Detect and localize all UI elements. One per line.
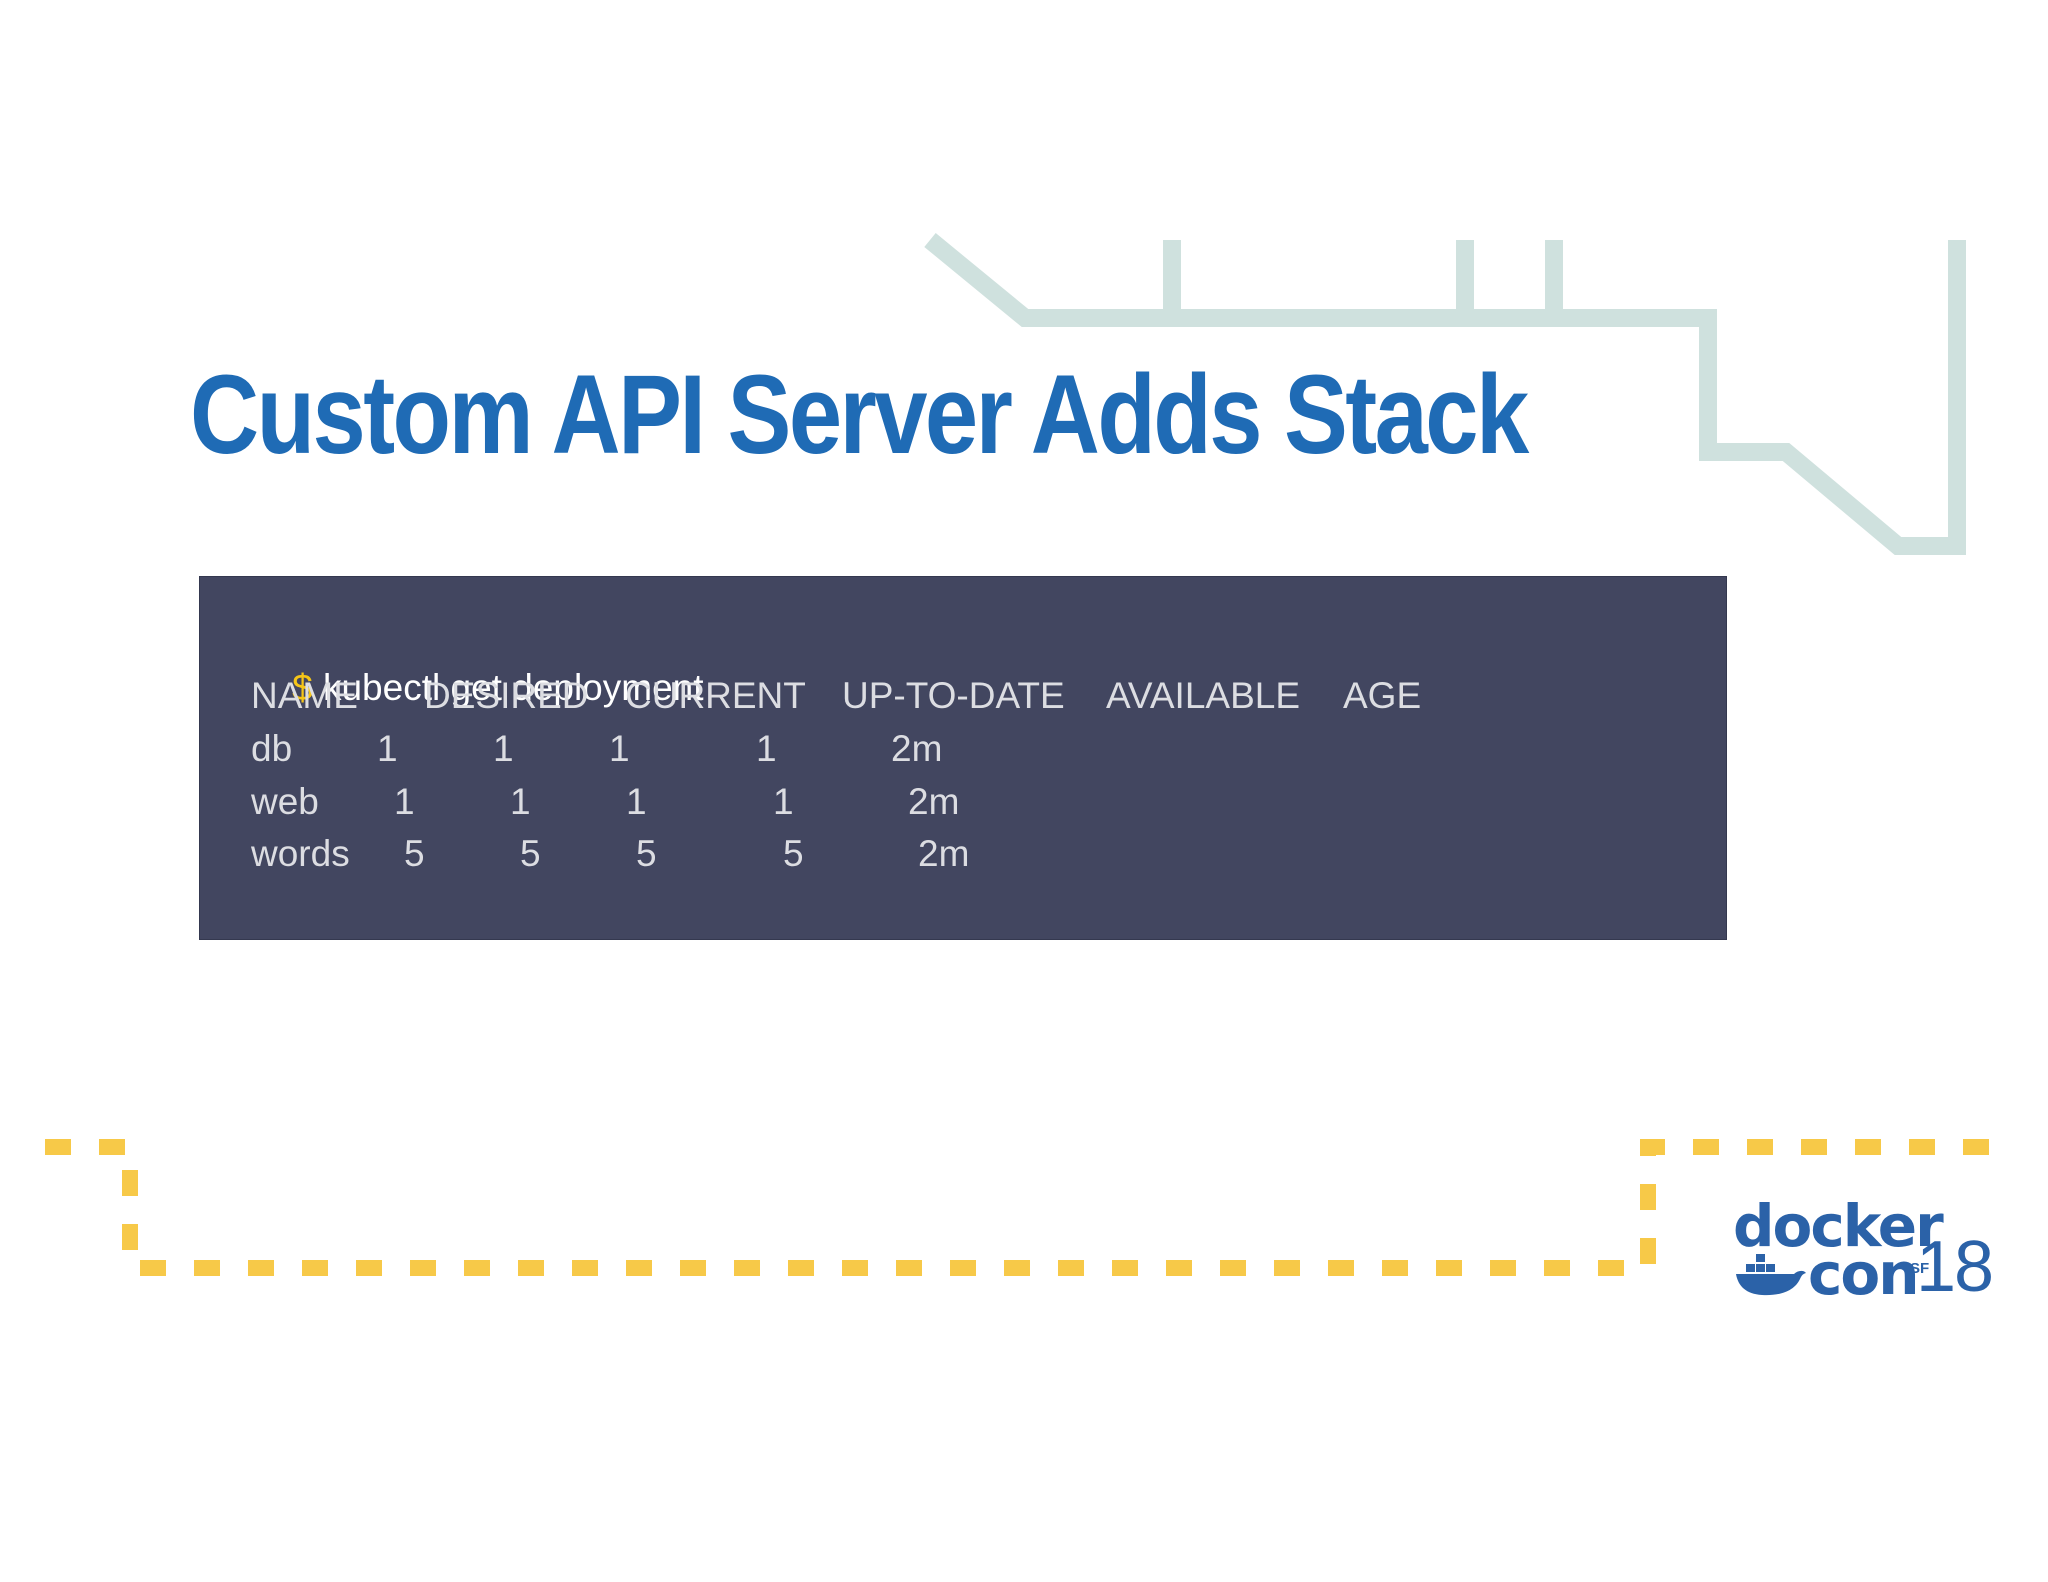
row-name: db <box>251 728 293 769</box>
column-header-current: CURRENT <box>625 675 806 716</box>
row-current: 1 <box>493 728 514 769</box>
column-header-age: AGE <box>1343 675 1422 716</box>
row-desired: 1 <box>394 781 415 822</box>
row-up-to-date: 1 <box>626 781 647 822</box>
row-available: 1 <box>773 781 794 822</box>
row-up-to-date: 5 <box>636 833 657 874</box>
column-header-desired: DESIRED <box>424 675 589 716</box>
column-header-available: AVAILABLE <box>1106 675 1301 716</box>
row-age: 2m <box>918 833 970 874</box>
terminal-command: kubectl get deployment <box>322 667 704 708</box>
row-current: 5 <box>520 833 541 874</box>
dockercon-logo: docker con SF 18 <box>1728 1192 1994 1310</box>
row-available: 5 <box>783 833 804 874</box>
column-header-up-to-date: UP-TO-DATE <box>842 675 1065 716</box>
row-available: 1 <box>756 728 777 769</box>
whale-icon <box>1736 1254 1806 1296</box>
column-header-name: NAME <box>251 675 358 716</box>
row-desired: 5 <box>404 833 425 874</box>
logo-year-text: 18 <box>1916 1227 1994 1307</box>
row-age: 2m <box>891 728 943 769</box>
row-name: web <box>251 781 319 822</box>
prompt-sign: $ <box>292 667 313 708</box>
row-name: words <box>251 833 350 874</box>
row-up-to-date: 1 <box>609 728 630 769</box>
terminal-prompt-line: $ kubectl get deployment <box>251 622 704 754</box>
slide-title: Custom API Server Adds Stack <box>190 352 1529 477</box>
logo-con-text: con <box>1808 1240 1920 1308</box>
logo-docker-text: docker <box>1733 1192 1944 1260</box>
row-age: 2m <box>908 781 960 822</box>
row-desired: 1 <box>377 728 398 769</box>
terminal-block <box>199 576 1727 940</box>
row-current: 1 <box>510 781 531 822</box>
logo-location-text: SF <box>1910 1260 1930 1277</box>
